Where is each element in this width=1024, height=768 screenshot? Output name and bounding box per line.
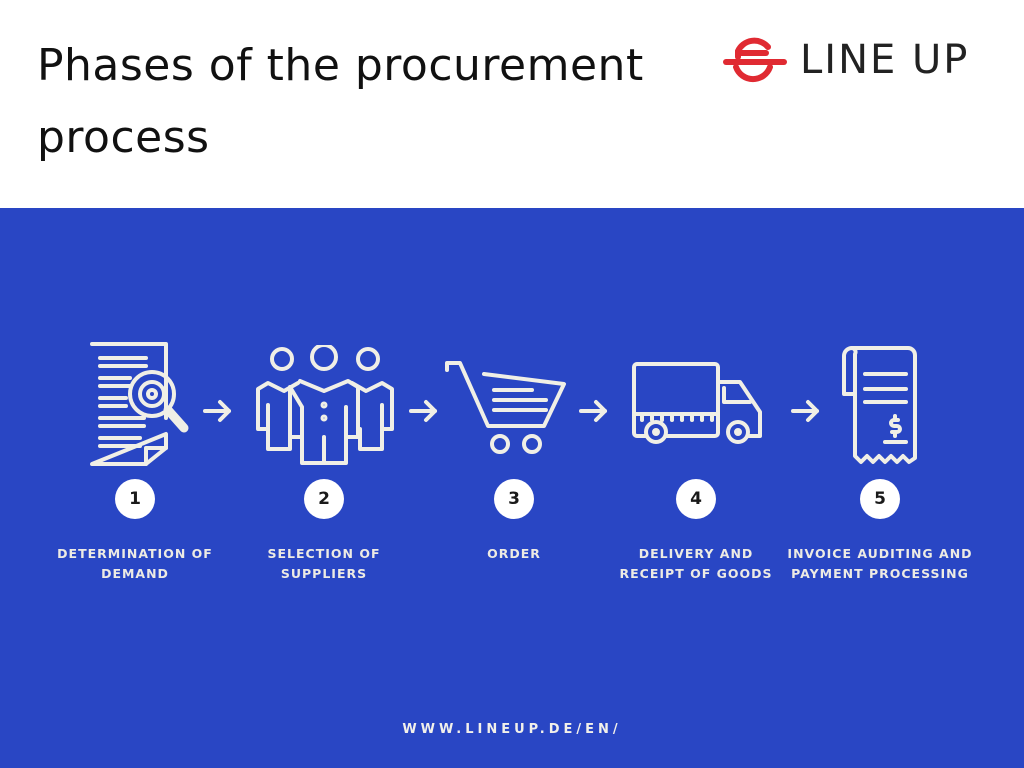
- step-label-line: ORDER: [487, 546, 541, 561]
- header: Phases of the procurement process LINE U…: [0, 0, 1024, 208]
- arrow-right-icon: [409, 400, 437, 422]
- step-label: DELIVERY AND RECEIPT OF GOODS: [596, 544, 796, 584]
- step-label-line: INVOICE AUDITING AND: [787, 546, 973, 561]
- title-line-1: Phases of the procurement: [37, 40, 644, 91]
- step-number-badge: 3: [494, 479, 534, 519]
- step-number-badge: 4: [676, 479, 716, 519]
- step-number-badge: 5: [860, 479, 900, 519]
- step-label: INVOICE AUDITING AND PAYMENT PROCESSING: [780, 544, 980, 584]
- step-number-badge: 1: [115, 479, 155, 519]
- shopping-cart-icon: [445, 361, 566, 454]
- step-number: 5: [874, 489, 886, 509]
- step-label-line: SUPPLIERS: [280, 566, 368, 581]
- step-label-line: DEMAND: [101, 566, 169, 581]
- step-label-line: PAYMENT PROCESSING: [791, 566, 969, 581]
- step-label-line: DETERMINATION OF: [57, 546, 213, 561]
- logo-text: LINE UP: [800, 37, 970, 83]
- arrow-right-icon: [579, 400, 607, 422]
- arrow-right-icon: [791, 400, 819, 422]
- page-title: Phases of the procurement process: [37, 30, 717, 174]
- document-search-gear-icon: [90, 342, 189, 466]
- step-label: ORDER: [414, 544, 614, 564]
- website-url[interactable]: WWW.LINEUP.DE/EN/: [402, 722, 622, 737]
- step-label: DETERMINATION OF DEMAND: [35, 544, 235, 584]
- step-label-line: RECEIPT OF GOODS: [619, 566, 773, 581]
- brand-logo: LINE UP: [722, 32, 969, 88]
- delivery-truck-icon: [632, 362, 762, 444]
- step-number: 3: [508, 489, 520, 509]
- invoice-receipt-icon: [842, 346, 917, 464]
- line-up-logo-icon: [723, 37, 787, 83]
- arrow-right-icon: [203, 400, 231, 422]
- step-label-line: SELECTION OF: [267, 546, 381, 561]
- step-label: SELECTION OF SUPPLIERS: [224, 544, 424, 584]
- step-number: 4: [690, 489, 702, 509]
- title-line-2: process: [37, 112, 210, 163]
- step-number: 1: [129, 489, 141, 509]
- group-of-people-icon: [256, 345, 394, 465]
- step-label-line: DELIVERY AND: [638, 546, 754, 561]
- step-number: 2: [318, 489, 330, 509]
- step-number-badge: 2: [304, 479, 344, 519]
